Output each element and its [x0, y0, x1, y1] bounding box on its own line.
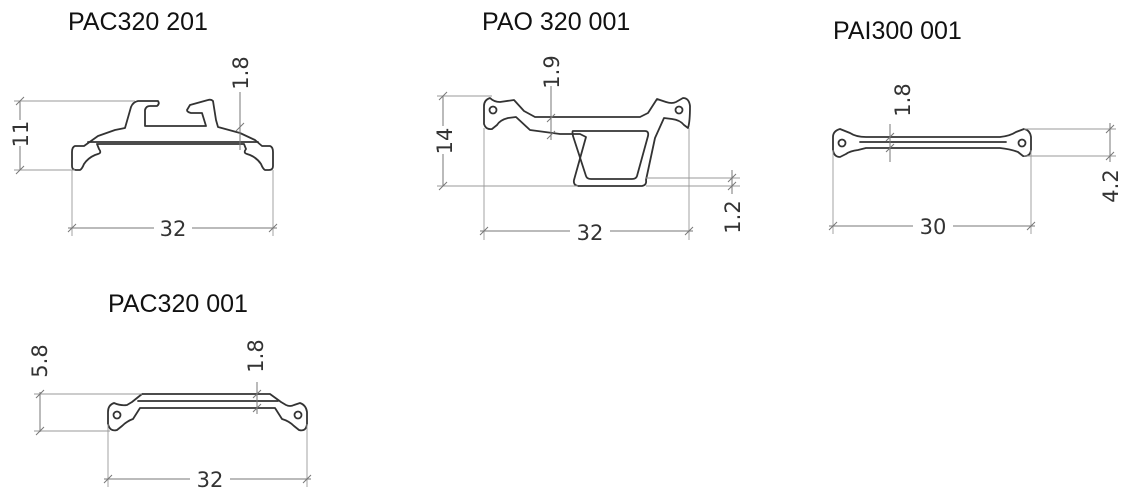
dim-label-height: 11 [9, 121, 33, 148]
dim-tick [252, 403, 262, 413]
dim-tick [15, 96, 25, 106]
dim-tick [235, 122, 245, 132]
profile-outline [71, 98, 274, 171]
dim-tick [1105, 124, 1115, 134]
dim-text-bg [570, 219, 610, 243]
dim-tick [684, 226, 694, 236]
dim-tick [727, 173, 737, 183]
dim-tick [252, 389, 262, 399]
dim-tick [438, 181, 448, 191]
dim-tick [35, 389, 45, 399]
dim-label-width: 32 [160, 217, 187, 241]
dim-tick [15, 165, 25, 175]
profile-title-pai300-001: PAI300 001 [833, 17, 962, 45]
profile-title-pao320-001: PAO 320 001 [482, 8, 631, 36]
profile-pao320-001: 14 1.9 1.2 32 [433, 55, 745, 245]
dim-text-bg [154, 216, 192, 240]
dim-tick [885, 143, 895, 153]
dim-tick [1105, 151, 1115, 161]
dim-tick [438, 91, 448, 101]
dim-label-thickness: 1.8 [229, 56, 253, 89]
dim-tick [268, 223, 278, 233]
profile-hole [488, 105, 498, 115]
dim-label-height: 4.2 [1099, 169, 1123, 202]
profile-hole [674, 105, 684, 115]
dim-tick [103, 474, 113, 484]
profile-title-pac320-201: PAC320 201 [68, 8, 208, 36]
profile-pac320-201: 11 1.8 32 [9, 56, 278, 241]
profile-hole [1017, 138, 1027, 148]
profile-title-pac320-001: PAC320 001 [108, 290, 248, 318]
dim-label-width: 30 [920, 215, 947, 239]
dim-text-bg [434, 126, 452, 154]
dim-tick [302, 474, 312, 484]
dim-tick [479, 226, 489, 236]
dim-tick [35, 426, 45, 436]
dim-tick [546, 113, 556, 123]
dim-tick [67, 223, 77, 233]
dim-label-thickness: 1.8 [244, 339, 268, 372]
dim-tick [885, 132, 895, 142]
dim-tick [828, 221, 838, 231]
dim-text-bg [12, 120, 30, 146]
dim-text-bg [190, 467, 230, 490]
profile-inner-outline [571, 130, 650, 180]
dim-label-height: 14 [433, 128, 457, 155]
profile-outline [107, 393, 308, 432]
dim-label-height: 5.8 [28, 344, 52, 377]
dim-tick [727, 181, 737, 191]
dim-tick [1026, 221, 1036, 231]
profile-hole [112, 410, 122, 420]
dim-tick [546, 130, 556, 140]
dim-label-bottom: 1.2 [721, 200, 745, 233]
dim-label-width: 32 [197, 468, 224, 491]
profile-pac320-001: 5.8 1.8 32 [28, 339, 312, 491]
profile-hole [293, 410, 303, 420]
dim-label-thickness: 1.9 [540, 55, 564, 88]
dim-label-width: 32 [577, 221, 604, 245]
profile-outline [832, 128, 1032, 158]
dim-text-bg [913, 214, 953, 238]
dim-label-thickness: 1.8 [891, 83, 915, 116]
profile-pai300-001: 1.8 4.2 30 [828, 83, 1123, 239]
profile-outline [483, 97, 691, 187]
profile-hole [837, 138, 847, 148]
